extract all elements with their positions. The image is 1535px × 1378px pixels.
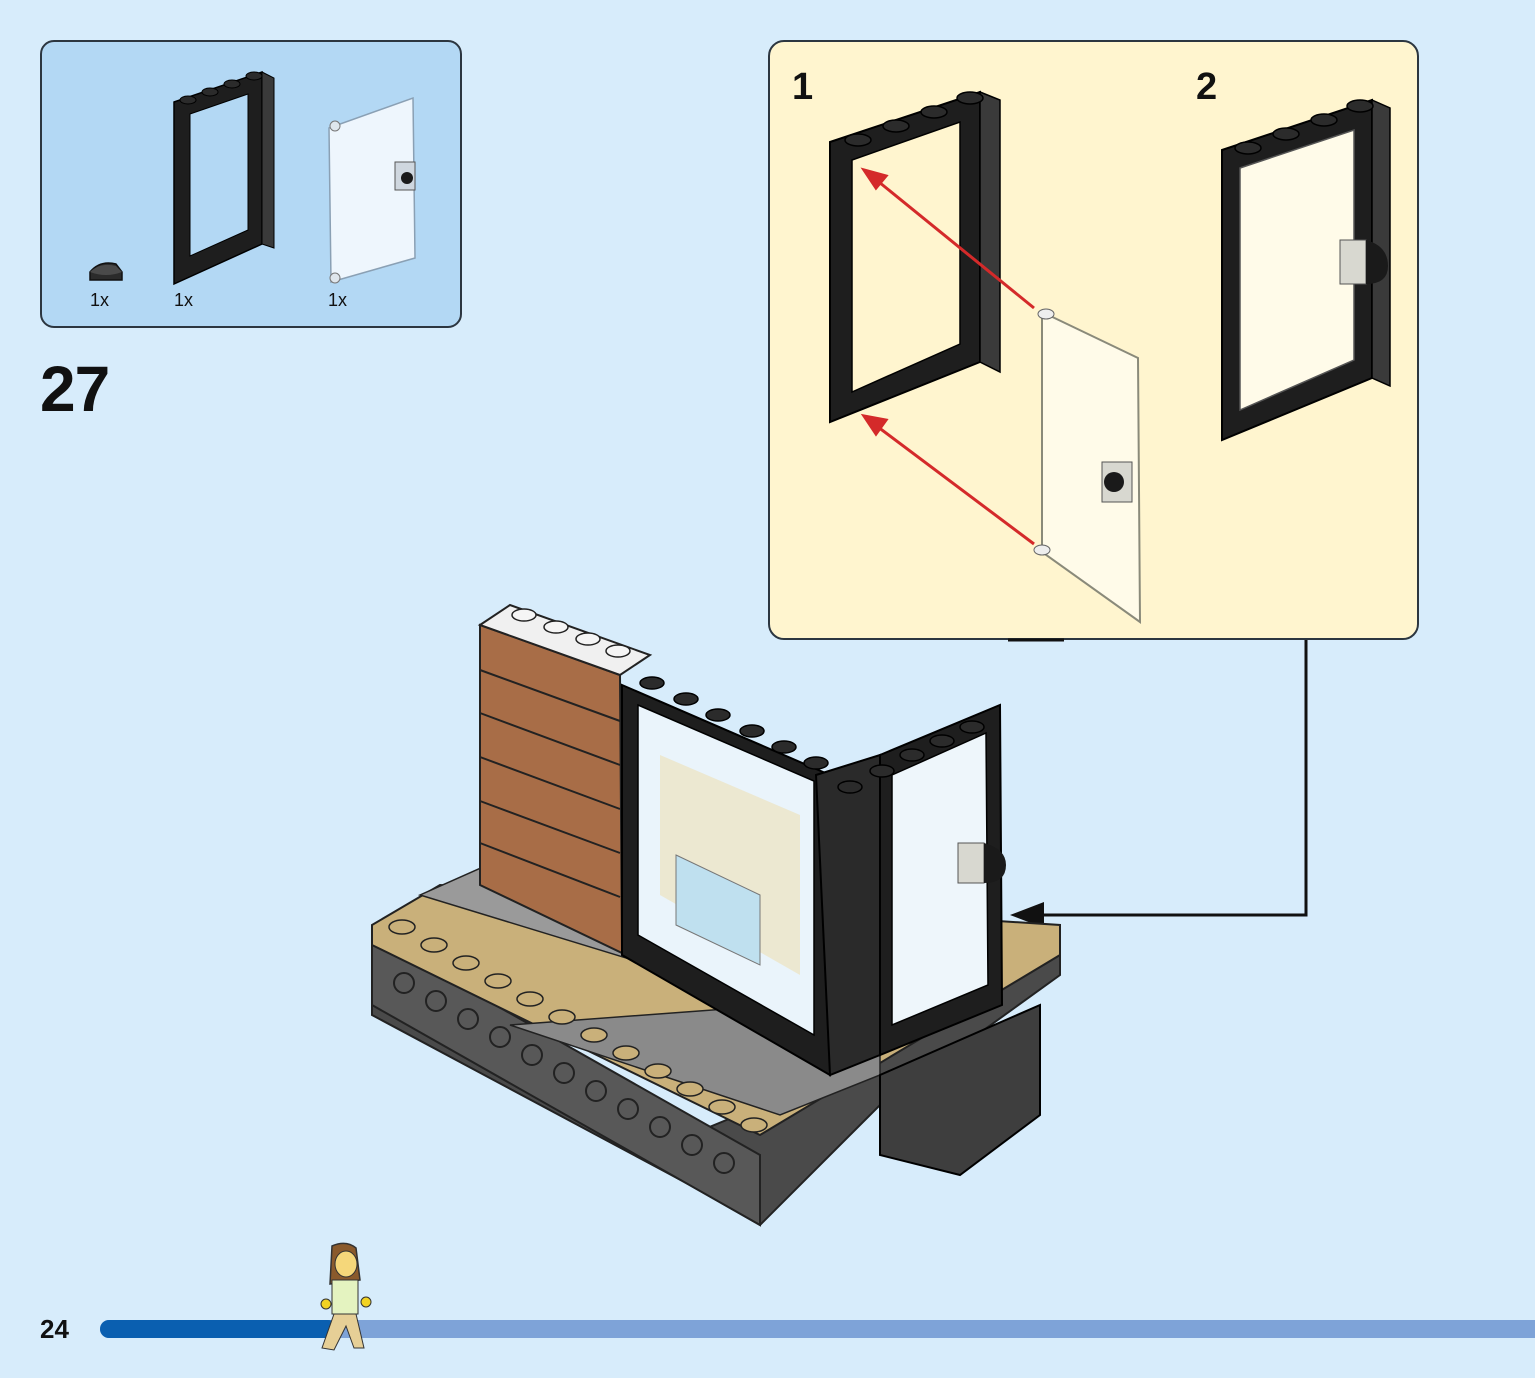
progress-bar-fill — [100, 1320, 337, 1338]
substep-1-illustration — [829, 90, 1142, 624]
page-number: 24 — [40, 1314, 69, 1344]
substep-2-illustration — [1221, 98, 1391, 442]
part-qty-door: 1x — [328, 290, 348, 310]
progress-bar — [100, 1320, 1535, 1338]
tile-round-icon — [89, 262, 123, 281]
part-qty-frame: 1x — [174, 290, 194, 310]
transparent-door-icon — [328, 96, 416, 284]
step-number: 27 — [40, 353, 110, 425]
substep-2-number: 2 — [1196, 66, 1218, 108]
part-qty-tile: 1x — [90, 290, 110, 310]
substep-1-number: 1 — [792, 66, 814, 108]
parts-list-box: 1x 1x 1x — [40, 40, 462, 328]
main-build-illustration — [371, 603, 1061, 1227]
door-frame-icon — [173, 70, 275, 286]
minifigure-icon — [320, 1242, 372, 1351]
subassembly-callout: 1 2 — [768, 40, 1419, 640]
